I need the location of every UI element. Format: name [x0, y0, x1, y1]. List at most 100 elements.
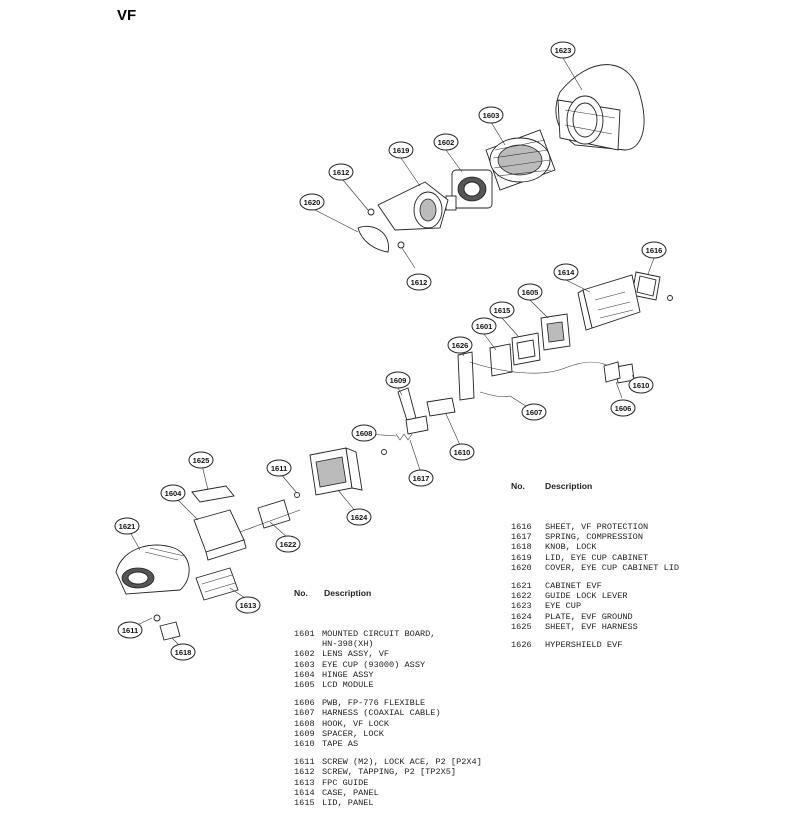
legend-part-description: HN-398(XH): [322, 639, 374, 650]
callout-1623: 1623: [550, 41, 576, 59]
callout-1611: 1611: [266, 459, 292, 477]
svg-text:1611: 1611: [271, 464, 287, 473]
svg-text:1620: 1620: [304, 198, 321, 207]
legend-part-description: MOUNTED CIRCUIT BOARD,: [322, 629, 436, 640]
panel-case-part: [577, 274, 641, 331]
callout-1609: 1609: [385, 371, 411, 389]
legend-header-description: Description: [545, 481, 593, 492]
svg-text:1607: 1607: [526, 408, 543, 417]
svg-text:1602: 1602: [438, 138, 455, 147]
legend-part-description: LID, EYE CUP CABINET: [545, 552, 649, 563]
callout-1605: 1605: [517, 283, 543, 301]
legend-part-no: 1616: [511, 522, 532, 533]
legend-part-description: HOOK, VF LOCK: [322, 718, 390, 729]
legend-part-no: 1620: [511, 562, 532, 573]
svg-text:1610: 1610: [633, 381, 650, 390]
callout-1612: 1612: [406, 273, 432, 291]
svg-text:1615: 1615: [494, 306, 511, 315]
legend-part-no: 1603: [294, 659, 315, 670]
callout-1604: 1604: [160, 484, 186, 502]
callout-1613: 1613: [235, 596, 261, 614]
svg-text:1618: 1618: [175, 648, 192, 657]
svg-text:1608: 1608: [356, 429, 373, 438]
hypershield-evf-part: [457, 351, 475, 401]
eye-cup-cabinet-lid-part: [377, 181, 449, 231]
callout-1608: 1608: [351, 424, 377, 442]
legend-part-no: 1607: [294, 708, 315, 719]
callout-1622: 1622: [275, 535, 301, 553]
lens-assy-part: [445, 169, 493, 211]
callout-1607: 1607: [521, 403, 547, 421]
callout-1618: 1618: [170, 643, 196, 661]
callout-1625: 1625: [188, 451, 214, 469]
legend-header: No.Description: [511, 481, 679, 491]
legend-part-no: 1621: [511, 581, 532, 592]
screw-part: [153, 208, 673, 622]
fpc-guide-part: [195, 567, 239, 601]
svg-text:1619: 1619: [393, 146, 410, 155]
legend-part-no: 1602: [294, 649, 315, 660]
legend-part-no: 1610: [294, 739, 315, 750]
vf-protection-sheet-part: [631, 271, 661, 301]
legend-part-description: COVER, EYE CUP CABINET LID: [545, 562, 680, 573]
callout-1603: 1603: [478, 106, 504, 124]
callout-1620: 1620: [299, 193, 325, 211]
svg-text:1606: 1606: [615, 404, 632, 413]
legend-part-description: KNOB, LOCK: [545, 542, 597, 553]
lcd-module-part: [540, 313, 571, 351]
callout-1616: 1616: [641, 241, 667, 259]
coaxial-harness-part: [469, 361, 613, 397]
legend-part-description: PLATE, EVF GROUND: [545, 611, 633, 622]
svg-text:1621: 1621: [119, 522, 136, 531]
legend-part-description: HYPERSHIELD EVF: [545, 640, 623, 651]
callout-1615: 1615: [489, 301, 515, 319]
evf-cabinet-part: [115, 544, 190, 595]
legend-part-description: SHEET, VF PROTECTION: [545, 522, 649, 533]
legend-part-description: LCD MODULE: [322, 680, 374, 691]
legend-gap: [294, 690, 482, 698]
legend-part-description: SHEET, EVF HARNESS: [545, 621, 638, 632]
callout-1617: 1617: [408, 469, 434, 487]
svg-text:1616: 1616: [646, 246, 663, 255]
svg-text:1626: 1626: [452, 341, 469, 350]
callout-1619: 1619: [388, 141, 414, 159]
guide-lock-lever-part: [239, 499, 301, 533]
evf-harness-sheet-part: [191, 485, 235, 503]
lock-knob-part: [159, 621, 181, 641]
legend-row: HN-398(XH): [294, 639, 482, 649]
svg-text:1622: 1622: [280, 540, 297, 549]
eye-cup-assy-part: [485, 129, 556, 191]
legend-part-description: EYE CUP: [545, 601, 582, 612]
svg-text:1612: 1612: [333, 168, 350, 177]
callout-1606: 1606: [610, 399, 636, 417]
callout-1626: 1626: [447, 336, 473, 354]
svg-text:1623: 1623: [555, 46, 572, 55]
svg-text:1613: 1613: [240, 601, 257, 610]
eye-cup-part: [555, 64, 645, 151]
legend-part-no: 1608: [294, 718, 315, 729]
callout-1601: 1601: [471, 317, 497, 335]
svg-text:1614: 1614: [558, 268, 576, 277]
svg-text:1604: 1604: [165, 489, 183, 498]
legend-part-no: 1612: [294, 767, 315, 778]
svg-text:1609: 1609: [390, 376, 407, 385]
eye-cup-cabinet-lid-cover-part: [357, 225, 389, 253]
legend-part-description: CASE, PANEL: [322, 787, 379, 798]
legend-header: No.Description: [294, 588, 482, 598]
callout-1610: 1610: [449, 443, 475, 461]
